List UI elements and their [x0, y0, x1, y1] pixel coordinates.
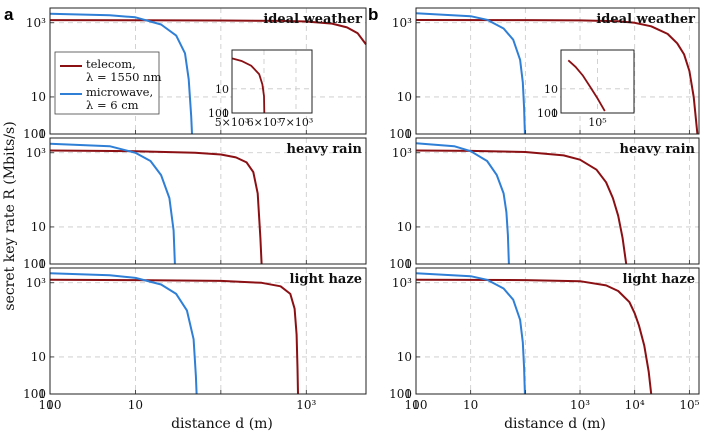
legend-label: λ = 6 cm: [86, 98, 139, 112]
inset-x-tick-label: 7×10³: [279, 116, 314, 129]
chart-panel-e: 1 10 100 10³ heavy rain: [389, 137, 700, 271]
panel-label-b: b: [368, 5, 378, 24]
plot-frame: [415, 267, 700, 395]
y-tick-label: 10: [397, 350, 412, 364]
series-line-telecom: [49, 278, 299, 395]
inset-y-tick-label: 100: [208, 107, 229, 120]
x-tick-label: 1: [412, 398, 420, 412]
series-line-microwave: [49, 12, 193, 135]
y-tick-label: 100: [23, 387, 46, 401]
y-tick-label: 10³: [26, 16, 46, 30]
panel-title: heavy rain: [620, 142, 696, 157]
y-tick-label: 100: [389, 127, 412, 141]
plot-frame: [415, 7, 700, 135]
y-tick-label: 10: [397, 90, 412, 104]
inset-y-tick-label: 100: [537, 107, 558, 120]
series-line-telecom: [49, 149, 263, 265]
inset-y-tick-label: 10: [544, 83, 558, 96]
x-tick-label: 100: [405, 398, 428, 412]
x-tick-label: 100: [39, 398, 62, 412]
inset-frame: [560, 49, 635, 114]
inset-series-line: [567, 59, 606, 112]
series-line-telecom: [415, 278, 653, 395]
plot-frame: [49, 137, 367, 265]
y-tick-label: 10³: [392, 16, 412, 30]
y-tick-label: 10: [397, 220, 412, 234]
inset-y-tick-label: 1: [551, 107, 558, 120]
chart-panel-c: 1 10 100 10³ 1 10 100 10³ light haze: [23, 267, 367, 412]
x-tick-label: 10: [463, 398, 478, 412]
plot-frame: [49, 7, 367, 135]
y-tick-label: 1: [404, 127, 412, 141]
x-tick-label: 1: [46, 398, 54, 412]
y-tick-label: 1: [404, 257, 412, 271]
x-axis-label-right: distance d (m): [504, 416, 606, 432]
y-tick-label: 10: [31, 90, 46, 104]
x-axis-label-left: distance d (m): [171, 416, 273, 432]
y-tick-label: 10: [31, 220, 46, 234]
panel-title: light haze: [290, 272, 362, 287]
chart-panel-f: 1 10 100 10³ 1 10 100 10³ 10⁴ 10⁵ light haze: [389, 267, 700, 412]
panel-title: light haze: [623, 272, 695, 287]
inset-x-tick-label: 6×10³: [247, 116, 282, 129]
y-tick-label: 10³: [26, 276, 46, 290]
series-line-microwave: [415, 12, 526, 135]
y-tick-label: 100: [389, 387, 412, 401]
y-tick-label: 1: [38, 127, 46, 141]
y-tick-label: 100: [389, 257, 412, 271]
plot-frame: [415, 137, 700, 265]
series-line-telecom: [415, 149, 628, 265]
y-tick-label: 100: [23, 257, 46, 271]
inset-background: [232, 50, 312, 113]
y-tick-label: 10: [31, 350, 46, 364]
series-line-microwave: [49, 272, 198, 395]
y-tick-label: 1: [404, 387, 412, 401]
inset-y-tick-label: 1: [222, 107, 229, 120]
panel-title: ideal weather: [263, 12, 362, 27]
y-tick-label: 1: [38, 257, 46, 271]
x-tick-label: 10³: [296, 398, 316, 412]
inset-plot: 1 10 100 10⁵: [537, 49, 635, 129]
series-line-microwave: [49, 142, 176, 265]
y-tick-label: 10³: [392, 276, 412, 290]
x-tick-label: 10³: [570, 398, 590, 412]
legend-box: [54, 51, 160, 115]
y-tick-label: 1: [38, 387, 46, 401]
inset-frame: [231, 49, 313, 114]
legend-label: λ = 1550 nm: [86, 70, 162, 84]
y-tick-label: 100: [23, 127, 46, 141]
inset-x-tick-label: 5×10³: [215, 116, 250, 129]
series-line-telecom: [415, 19, 699, 135]
x-tick-label: 10⁴: [625, 398, 645, 412]
inset-x-tick-label: 10⁵: [588, 116, 606, 129]
series-line-microwave: [415, 272, 526, 395]
y-tick-label: 10³: [392, 146, 412, 160]
inset-series-line: [231, 57, 266, 114]
y-tick-label: 10³: [26, 146, 46, 160]
plot-frame: [49, 267, 367, 395]
legend-label: telecom,: [86, 57, 136, 71]
series-line-microwave: [415, 142, 510, 265]
series-line-telecom: [49, 19, 367, 45]
legend-label: microwave,: [86, 85, 153, 99]
x-tick-label: 10⁵: [679, 398, 699, 412]
chart-panel-b: 1 10 100 10³ heavy rain: [23, 137, 367, 271]
x-tick-label: 10: [128, 398, 143, 412]
y-axis-label: secret key rate R (Mbits/s): [2, 121, 18, 310]
inset-y-tick-label: 10: [215, 83, 229, 96]
chart-panel-d: 1 10 100 10³ ideal weather 1 10 100 10⁵: [389, 7, 700, 141]
panel-title: heavy rain: [287, 142, 363, 157]
panel-label-a: a: [4, 5, 14, 24]
panel-title: ideal weather: [596, 12, 695, 27]
